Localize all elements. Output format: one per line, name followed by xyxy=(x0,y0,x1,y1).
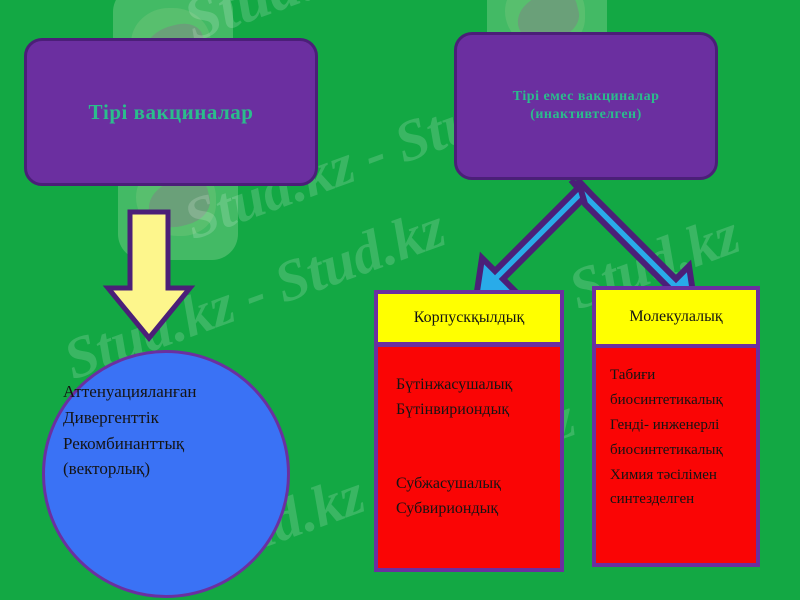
node-corpuscular-body-label: Бүтінжасушалық Бүтінвириондық Субжасушал… xyxy=(396,376,513,517)
node-corpuscular-header-label: Корпускқылдық xyxy=(413,309,525,327)
node-corpuscular-header[interactable]: Корпускқылдық xyxy=(374,290,564,346)
node-molecular-body-label: Табиғи биосинтетикалық Генді- инженерлі … xyxy=(610,367,723,508)
arrow-down-to-circle-icon xyxy=(102,209,196,342)
node-live-types-label: Аттенуацияланған Дивергенттік Рекомбинан… xyxy=(63,382,197,479)
node-molecular-header-label: Молекулалық xyxy=(629,308,723,326)
node-live-types-circle[interactable]: Аттенуацияланған Дивергенттік Рекомбинан… xyxy=(42,350,290,598)
node-molecular-body[interactable]: Табиғи биосинтетикалық Генді- инженерлі … xyxy=(592,343,760,567)
arrow-to-corpuscular-icon xyxy=(472,177,591,302)
node-live-vaccines-label: Тірі вакциналар xyxy=(88,99,254,124)
node-molecular-header[interactable]: Молекулалық xyxy=(592,286,760,348)
node-inactivated-vaccines-label: Тірі емес вакциналар (инактивтелген) xyxy=(512,89,660,122)
node-inactivated-vaccines[interactable]: Тірі емес вакциналар (инактивтелген) xyxy=(454,32,718,180)
node-corpuscular-body[interactable]: Бүтінжасушалық Бүтінвириондық Субжасушал… xyxy=(374,343,564,572)
node-live-vaccines[interactable]: Тірі вакциналар xyxy=(24,38,318,186)
